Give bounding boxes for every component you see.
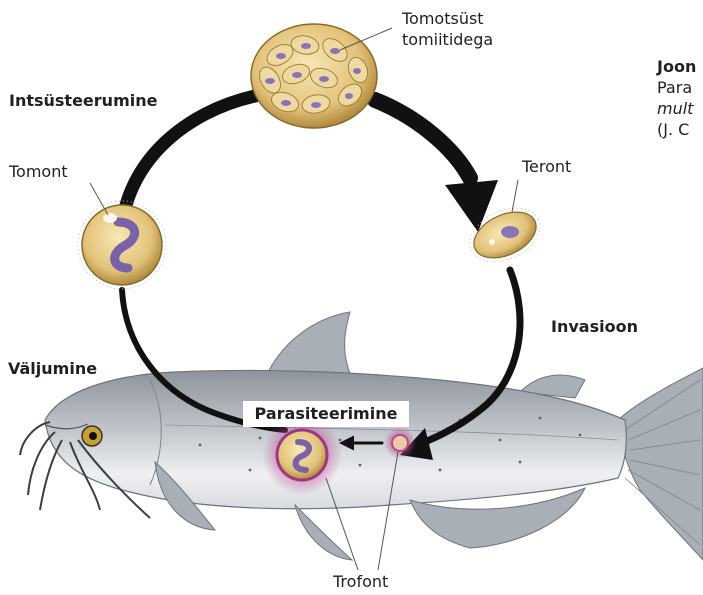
caption-line-1: Para — [657, 77, 696, 98]
label-intsusteerumine: Intsüsteerumine — [9, 91, 157, 110]
label-invasioon: Invasioon — [551, 317, 638, 336]
eye-pupil — [89, 432, 97, 440]
tomont-leader-line — [90, 183, 108, 215]
label-trofont: Trofont — [333, 572, 388, 591]
large-trophont-lesion — [262, 415, 342, 495]
label-tomiitidega: tomiitidega — [402, 30, 493, 49]
arc-encystment — [122, 96, 255, 225]
label-tomont: Tomont — [9, 162, 68, 181]
label-teront: Teront — [522, 157, 571, 176]
caption-title: Joon — [657, 56, 696, 77]
small-trophont-lesion — [384, 427, 416, 459]
label-tomotsust: Tomotsüst — [402, 9, 484, 28]
catfish-illustration — [20, 312, 703, 560]
caption-line-3: (J. C — [657, 119, 696, 140]
arc-hatching — [375, 100, 470, 178]
teront-leader-line — [512, 180, 518, 212]
tomont-cell — [78, 201, 166, 289]
label-valjumine: Väljumine — [8, 359, 97, 378]
pelvic-fin — [295, 505, 352, 560]
tail-fin — [618, 368, 703, 560]
cyst-with-tomites — [251, 24, 377, 128]
dorsal-fin — [268, 312, 352, 378]
figure-caption: Joon Para mult (J. C — [657, 56, 696, 140]
label-parasiteerimine: Parasiteerimine — [243, 401, 409, 427]
caption-line-2: mult — [657, 99, 693, 118]
